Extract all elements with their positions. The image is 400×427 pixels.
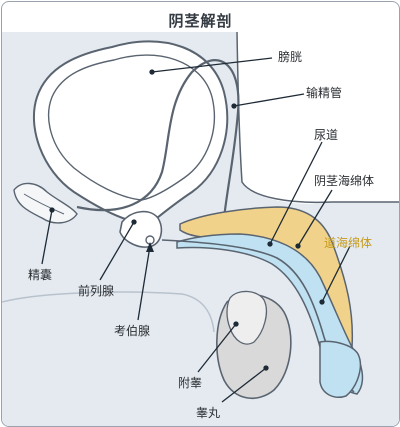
label-prostate: 前列腺 xyxy=(78,284,115,298)
label-corpus-spongiosum: 道海绵体 xyxy=(324,236,373,250)
label-corpus-cavernosum: 阴茎海绵体 xyxy=(314,174,375,188)
vas-deferens xyxy=(76,59,240,243)
leader-spongiosum xyxy=(321,245,351,303)
body-edge xyxy=(236,31,399,204)
glans xyxy=(319,340,362,398)
leader-vas-deferens xyxy=(233,93,305,107)
label-testis: 睾丸 xyxy=(196,406,221,420)
leader-epididymis xyxy=(197,323,237,373)
leader-prostate xyxy=(99,221,135,281)
leader-urethra xyxy=(269,141,323,245)
leader-cowper xyxy=(137,245,151,321)
label-urethra: 尿道 xyxy=(314,128,339,142)
leader-cavernosum xyxy=(297,189,333,247)
leader-testis xyxy=(221,367,267,403)
leader-seminal-vesicle xyxy=(41,209,53,265)
label-bladder: 膀胱 xyxy=(278,50,303,64)
leader-bladder xyxy=(151,57,273,73)
label-cowper-gland: 考伯腺 xyxy=(114,324,151,338)
leader-dot-bladder xyxy=(149,69,155,75)
corpus-spongiosum xyxy=(176,233,364,395)
label-vas-deferens: 输精管 xyxy=(306,86,343,100)
leg-contour xyxy=(2,291,215,333)
label-epididymis: 附睾 xyxy=(178,376,203,390)
diagram-title: 阴茎解剖 xyxy=(168,12,233,30)
epididymis xyxy=(226,290,268,345)
leader-lines xyxy=(41,57,351,403)
label-seminal-vesicle: 精囊 xyxy=(28,268,53,282)
